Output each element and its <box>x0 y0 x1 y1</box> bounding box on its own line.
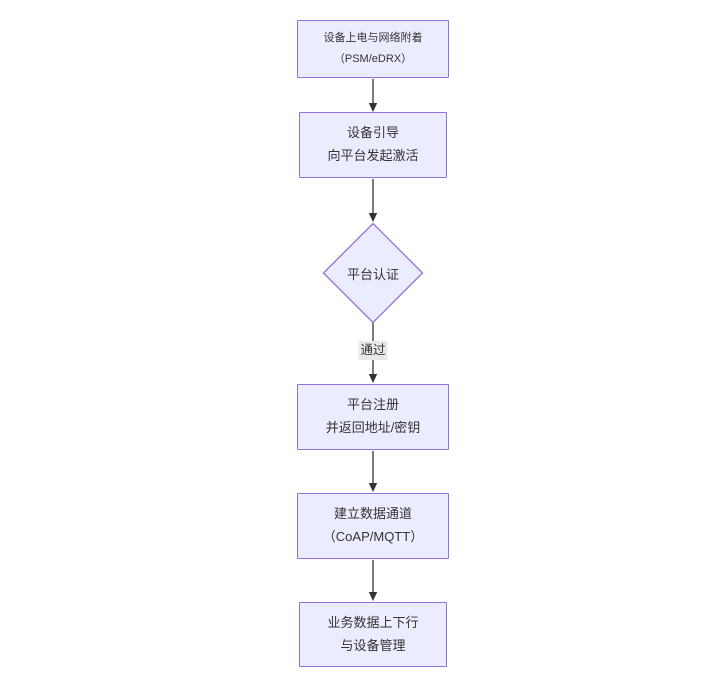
node-text-line: 建立数据通道 <box>333 506 412 522</box>
node-text-line: 并返回地址/密钥 <box>325 420 421 435</box>
node-device-bootstrap: 设备引导 向平台发起激活 <box>299 112 447 178</box>
node-text-line: （PSM/eDRX） <box>333 53 413 65</box>
diamond-shape <box>322 222 424 324</box>
node-text-line: 业务数据上下行 <box>327 614 419 630</box>
edge-arrow-3 <box>368 451 378 492</box>
node-business-data: 业务数据上下行 与设备管理 <box>299 602 447 667</box>
node-platform-register: 平台注册 并返回地址/密钥 <box>297 384 449 450</box>
node-text-line: 设备引导 <box>346 125 399 141</box>
node-text-line: 平台认证 <box>346 266 399 282</box>
node-text-line: 平台注册 <box>346 397 399 413</box>
node-text-line: （CoAP/MQTT） <box>322 529 424 544</box>
edge-arrow-4 <box>368 560 378 601</box>
edge-label-pass: 通过 <box>358 341 388 360</box>
node-data-channel: 建立数据通道 （CoAP/MQTT） <box>297 493 449 559</box>
node-text-line: 向平台发起激活 <box>327 148 419 163</box>
node-platform-auth-decision: 平台认证 <box>322 222 424 324</box>
edge-arrow-0 <box>368 79 378 112</box>
node-device-power-on: 设备上电与网络附着 （PSM/eDRX） <box>297 20 449 78</box>
node-text-line: 设备上电与网络附着 <box>323 32 423 45</box>
edge-arrow-1 <box>368 179 378 222</box>
node-text-line: 与设备管理 <box>340 637 406 653</box>
